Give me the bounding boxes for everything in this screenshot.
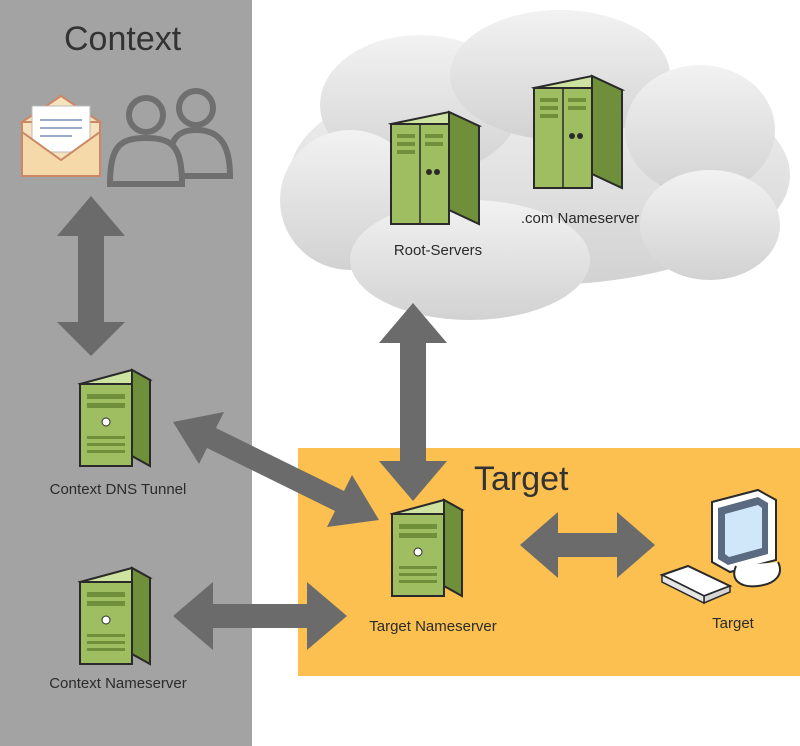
com-nameserver-label: .com Nameserver: [520, 210, 640, 227]
com-nameserver-icon: [533, 75, 623, 189]
root-servers-label: Root-Servers: [393, 242, 483, 259]
context-panel-title: Context: [64, 20, 182, 58]
workstation-icon: [659, 488, 781, 605]
arrow-users-to-tunnel: [57, 196, 125, 356]
context-dns-tunnel-server-icon: [79, 369, 151, 467]
arrow-root-to-target-nameserver: [379, 303, 447, 501]
context-nameserver-server-icon: [79, 567, 151, 665]
target-label: Target: [712, 615, 754, 632]
arrow-tunnel-to-target-nameserver: [173, 412, 379, 527]
context-dns-tunnel-label: Context DNS Tunnel: [49, 481, 187, 498]
arrow-target-nameserver-to-target: [520, 512, 655, 578]
users-icon: [106, 88, 234, 187]
envelope-icon: [18, 94, 104, 177]
target-nameserver-label: Target Nameserver: [369, 618, 497, 635]
target-panel-title: Target: [474, 460, 569, 498]
target-nameserver-server-icon: [391, 499, 463, 597]
root-servers-icon: [390, 111, 480, 225]
context-nameserver-label: Context Nameserver: [49, 675, 187, 692]
arrow-context-nameserver-to-target-nameserver: [173, 582, 347, 650]
